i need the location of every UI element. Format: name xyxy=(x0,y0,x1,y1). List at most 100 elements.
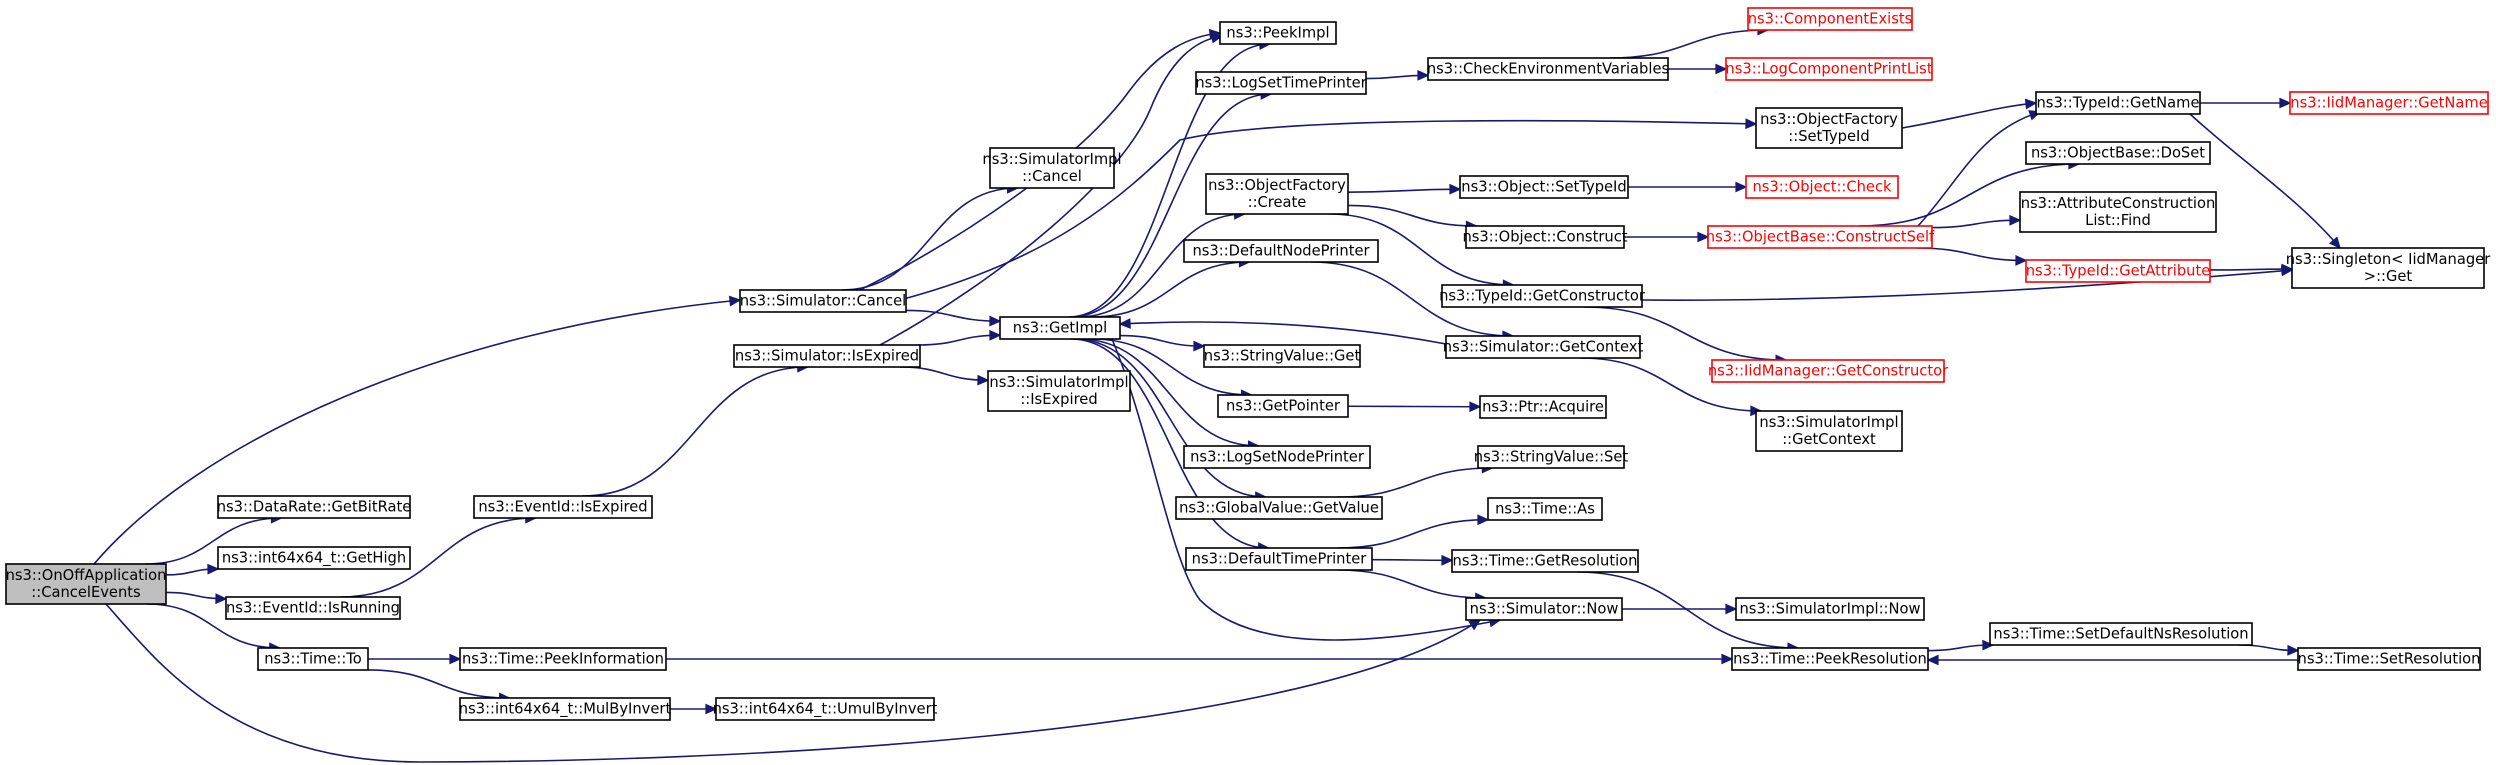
node-strValGet[interactable]: ns3::StringValue::Get xyxy=(1203,344,1361,368)
node-label: ::CancelEvents xyxy=(31,584,140,601)
node-iidGetName[interactable]: ns3::IidManager::GetName xyxy=(2289,91,2489,115)
edge-simNow-to-simImplNow-arrowhead xyxy=(1725,603,1738,615)
node-objConstruct[interactable]: ns3::Object::Construct xyxy=(1462,225,1628,249)
edge-defTimePrinter-to-simNow xyxy=(1337,569,1486,599)
edge-simCancel-to-getImpl-arrowhead xyxy=(989,315,1002,327)
node-obDoSet[interactable]: ns3::ObjectBase::DoSet xyxy=(2025,141,2211,165)
node-simImplNow[interactable]: ns3::SimulatorImpl::Now xyxy=(1735,597,1925,621)
edge-tidGetName-to-singletonGet xyxy=(2189,113,2341,249)
node-peekImpl[interactable]: ns3::PeekImpl xyxy=(1219,21,1337,45)
node-timeSetRes[interactable]: ns3::Time::SetResolution xyxy=(2297,647,2481,671)
edge-checkEnv-to-logCompPrint-arrowhead xyxy=(1715,63,1728,75)
node-label: ns3::GetImpl xyxy=(1013,320,1107,337)
node-iidGetCtor[interactable]: ns3::IidManager::GetConstructor xyxy=(1708,359,1949,383)
node-ptrAcquire[interactable]: ns3::Ptr::Acquire xyxy=(1479,395,1607,419)
node-ofSetTypeId[interactable]: ns3::ObjectFactory::SetTypeId xyxy=(1755,107,1903,149)
edge-simIsExpired-to-getImpl xyxy=(918,334,1001,346)
node-box xyxy=(1219,21,1337,45)
node-label: ns3::StringValue::Get xyxy=(1204,348,1361,365)
node-box xyxy=(1745,175,1899,199)
node-timePeekInfo[interactable]: ns3::Time::PeekInformation xyxy=(459,647,667,671)
node-timeTo[interactable]: ns3::Time::To xyxy=(257,647,369,671)
node-label: ns3::Simulator::IsExpired xyxy=(735,348,919,365)
node-compExists[interactable]: ns3::ComponentExists xyxy=(1747,7,1913,31)
node-tidGetAttr[interactable]: ns3::TypeId::GetAttribute xyxy=(2025,259,2211,283)
edge-timeGetRes-to-timePeekRes xyxy=(1576,571,1799,649)
node-ofCreate[interactable]: ns3::ObjectFactory::Create xyxy=(1205,173,1349,215)
edge-simIsExpired-to-simImplIsExpired-arrowhead xyxy=(977,374,990,386)
node-timeGetRes[interactable]: ns3::Time::GetResolution xyxy=(1451,549,1639,573)
node-getPointer[interactable]: ns3::GetPointer xyxy=(1217,394,1349,418)
node-root[interactable]: ns3::OnOffApplication::CancelEvents xyxy=(5,563,167,605)
node-umulByInvert[interactable]: ns3::int64x64_t::UmulByInvert xyxy=(713,697,938,721)
node-label: ns3::Object::Construct xyxy=(1462,229,1627,246)
node-eidRunning[interactable]: ns3::EventId::IsRunning xyxy=(225,596,401,620)
node-label: ns3::LogSetTimePrinter xyxy=(1195,75,1367,92)
node-box xyxy=(1427,57,1669,81)
node-simNow[interactable]: ns3::Simulator::Now xyxy=(1465,597,1623,621)
node-label: ns3::EventId::IsRunning xyxy=(226,600,400,617)
node-label: ns3::Time::To xyxy=(264,651,362,668)
node-simImplIsExpired[interactable]: ns3::SimulatorImpl::IsExpired xyxy=(987,370,1131,412)
node-label: ns3::Singleton< IidManager xyxy=(2286,251,2491,268)
edge-getImpl-to-logSetNode xyxy=(1078,338,1259,447)
edge-timeTo-to-timePeekInfo-arrowhead xyxy=(449,653,462,665)
node-getHigh[interactable]: ns3::int64x64_t::GetHigh xyxy=(217,546,411,570)
node-dataRate[interactable]: ns3::DataRate::GetBitRate xyxy=(217,495,412,519)
node-box xyxy=(1755,410,1903,452)
node-mulByInvert[interactable]: ns3::int64x64_t::MulByInvert xyxy=(459,697,672,721)
edge-ofSetTypeId-to-tidGetName-arrowhead xyxy=(2024,98,2038,110)
node-tidGetName[interactable]: ns3::TypeId::GetName xyxy=(2035,91,2201,115)
node-label: ns3::PeekImpl xyxy=(1226,25,1329,42)
edge-simCancel-to-peekImpl xyxy=(859,32,1221,291)
node-simIsExpired[interactable]: ns3::Simulator::IsExpired xyxy=(733,344,921,368)
edge-obConstructSelf-to-obDoSet xyxy=(1859,163,2079,227)
node-obConstructSelf[interactable]: ns3::ObjectBase::ConstructSelf xyxy=(1706,225,1935,249)
node-box xyxy=(1465,225,1625,249)
node-label: ns3::IidManager::GetConstructor xyxy=(1708,363,1949,380)
node-box xyxy=(2291,247,2485,289)
node-objCheck[interactable]: ns3::Object::Check xyxy=(1745,175,1899,199)
node-timeSetDefNs[interactable]: ns3::Time::SetDefaultNsResolution xyxy=(1989,622,2253,646)
node-label: ::Create xyxy=(1248,194,1307,211)
edge-root-to-eidRunning-arrowhead xyxy=(215,593,228,605)
edge-root-to-dataRate xyxy=(145,517,282,565)
node-logSetTime[interactable]: ns3::LogSetTimePrinter xyxy=(1195,71,1368,95)
node-simCancel[interactable]: ns3::Simulator::Cancel xyxy=(739,289,907,313)
node-box xyxy=(2297,647,2481,671)
node-box xyxy=(987,370,1131,412)
node-defTimePrinter[interactable]: ns3::DefaultTimePrinter xyxy=(1185,547,1373,571)
node-checkEnv[interactable]: ns3::CheckEnvironmentVariables xyxy=(1427,57,1669,81)
edge-simCancel-to-ofSetTypeId-arrowhead xyxy=(1745,118,1758,130)
node-label: ns3::int64x64_t::GetHigh xyxy=(222,550,406,567)
node-box xyxy=(1459,175,1629,199)
edge-root-to-timeTo xyxy=(146,603,280,649)
node-box xyxy=(2025,141,2211,165)
node-strValSet[interactable]: ns3::StringValue::Set xyxy=(1474,445,1629,469)
node-simGetContext[interactable]: ns3::Simulator::GetContext xyxy=(1443,335,1644,359)
node-box xyxy=(1195,71,1367,95)
node-eidExpired[interactable]: ns3::EventId::IsExpired xyxy=(473,495,653,519)
edge-getPointer-to-ptrAcquire-arrowhead xyxy=(1469,401,1482,413)
node-tidGetCtor[interactable]: ns3::TypeId::GetConstructor xyxy=(1439,284,1646,308)
node-objSetTypeId[interactable]: ns3::Object::SetTypeId xyxy=(1459,175,1629,199)
node-simImplGetContext[interactable]: ns3::SimulatorImpl::GetContext xyxy=(1755,410,1903,452)
node-timeAs[interactable]: ns3::Time::As xyxy=(1487,497,1603,521)
node-getImpl[interactable]: ns3::GetImpl xyxy=(999,316,1121,340)
edge-simGetContext-to-simImplGetContext xyxy=(1580,357,1761,412)
node-box xyxy=(225,596,401,620)
node-singletonGet[interactable]: ns3::Singleton< IidManager >::Get xyxy=(2286,247,2491,289)
node-logSetNode[interactable]: ns3::LogSetNodePrinter xyxy=(1183,445,1371,469)
node-simImplCancel[interactable]: ns3::SimulatorImpl::Cancel xyxy=(982,147,1122,189)
node-box xyxy=(1465,597,1623,621)
node-logCompPrint[interactable]: ns3::LogComponentPrintList xyxy=(1725,57,1933,81)
node-defNodePrinter[interactable]: ns3::DefaultNodePrinter xyxy=(1183,239,1379,263)
node-timePeekRes[interactable]: ns3::Time::PeekResolution xyxy=(1731,647,1929,671)
edge-tidGetCtor-to-iidGetCtor xyxy=(1583,306,1787,361)
edge-timeSetRes-to-timePeekRes-arrowhead xyxy=(1926,654,1939,666)
node-box xyxy=(1479,395,1607,419)
node-gvGetValue[interactable]: ns3::GlobalValue::GetValue xyxy=(1175,496,1383,520)
edge-defTimePrinter-to-timeAs xyxy=(1337,518,1489,549)
